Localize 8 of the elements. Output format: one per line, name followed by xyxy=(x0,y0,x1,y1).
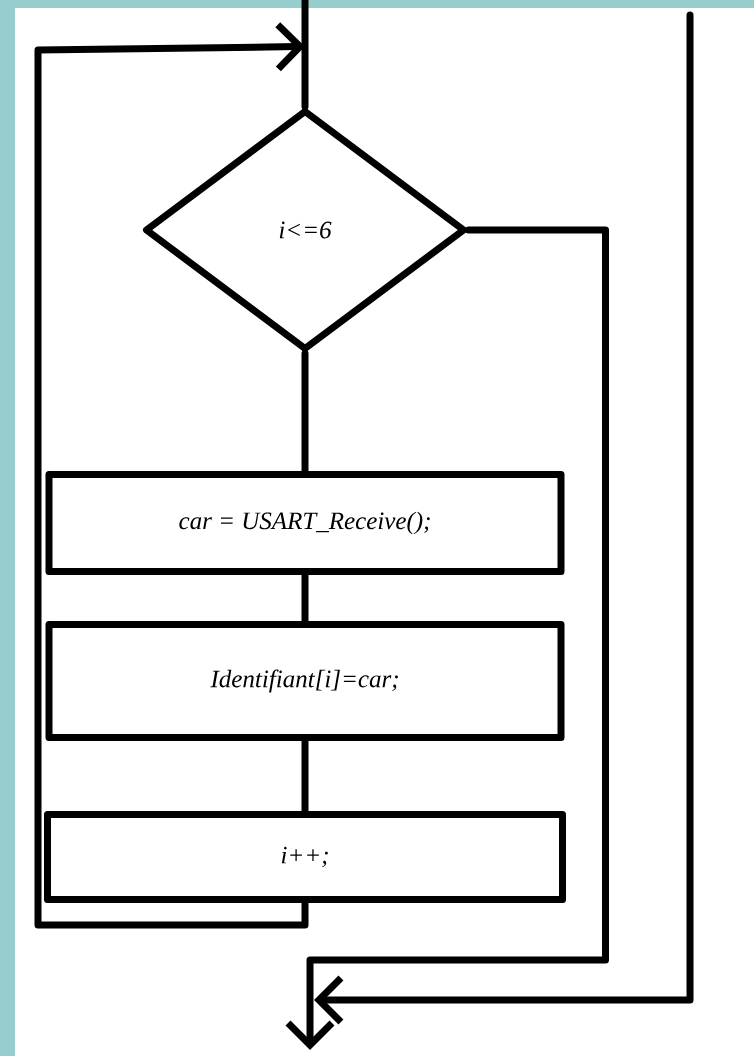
connector xyxy=(301,571,309,625)
process-box: Identifiant[i]=car; xyxy=(45,621,565,741)
process-box: i++; xyxy=(44,811,566,903)
connector xyxy=(34,22,309,929)
connector xyxy=(301,737,309,815)
process-box: car = USART_Receive(); xyxy=(45,471,565,575)
connector xyxy=(285,226,609,1051)
connector xyxy=(301,0,309,110)
